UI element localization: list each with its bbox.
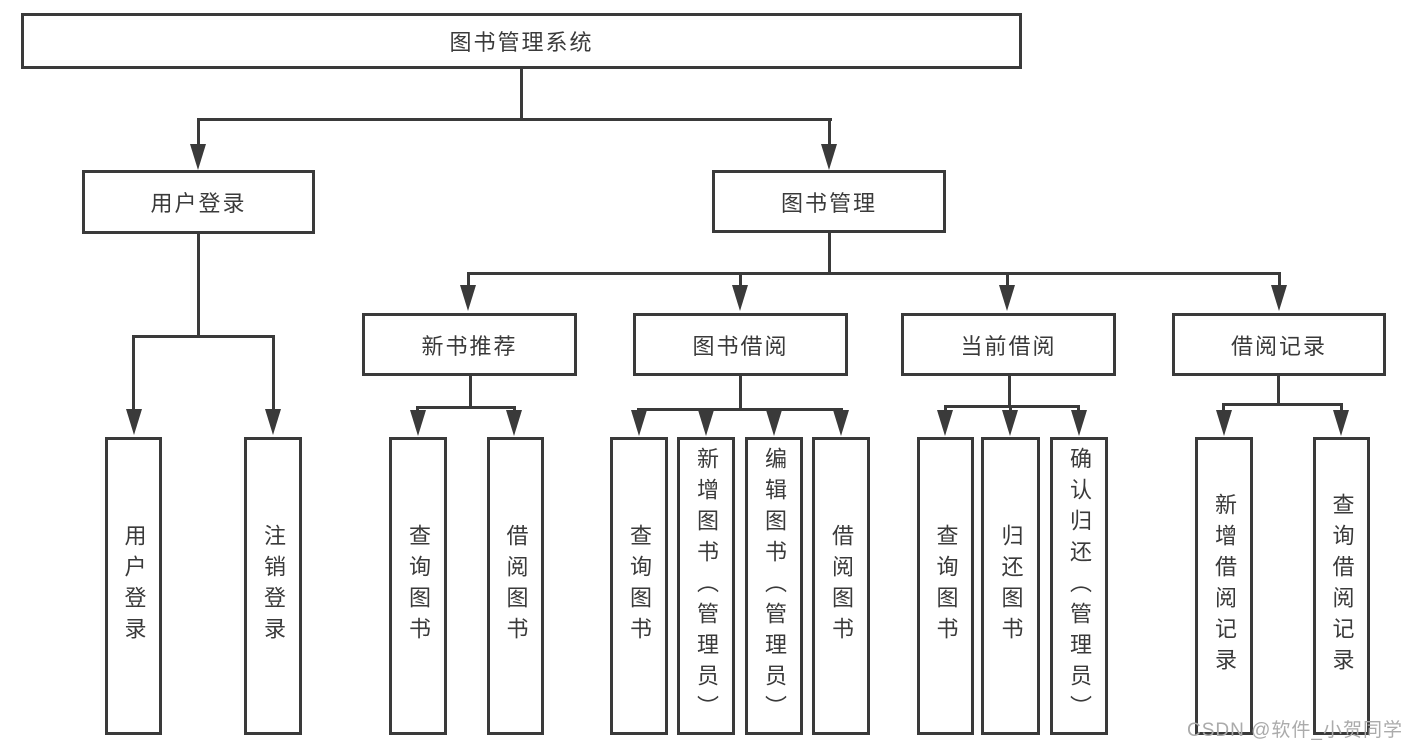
leaf-logout-label: 注销登录 bbox=[261, 524, 286, 648]
connector-line bbox=[197, 234, 200, 338]
connector-line bbox=[739, 272, 742, 288]
leaf-query-books-3: 查询图书 bbox=[917, 437, 974, 735]
arrow-down-icon bbox=[265, 409, 281, 435]
node-current-borrow-label: 当前借阅 bbox=[960, 333, 1057, 359]
connector-line bbox=[828, 233, 831, 275]
leaf-borrow-books-2: 借阅图书 bbox=[812, 437, 870, 735]
arrow-down-icon bbox=[1071, 410, 1087, 436]
arrow-down-icon bbox=[1002, 410, 1018, 436]
connector-line bbox=[1008, 376, 1011, 408]
connector-line bbox=[467, 272, 470, 288]
arrow-down-icon bbox=[766, 410, 782, 436]
leaf-query-books-2: 查询图书 bbox=[610, 437, 668, 735]
leaf-add-books-admin: 新增图书（管理员） bbox=[677, 437, 735, 735]
node-new-book-recommend: 新书推荐 bbox=[362, 313, 577, 376]
connector-line bbox=[416, 406, 419, 413]
connector-line bbox=[638, 408, 843, 411]
connector-line bbox=[944, 405, 1080, 408]
arrow-down-icon bbox=[821, 144, 837, 170]
arrow-down-icon bbox=[410, 410, 426, 436]
leaf-query-books-3-label: 查询图书 bbox=[933, 524, 959, 648]
arrow-down-icon bbox=[833, 410, 849, 436]
connector-line bbox=[467, 272, 1281, 275]
leaf-borrow-books-1-label: 借阅图书 bbox=[503, 524, 529, 648]
connector-line bbox=[1006, 272, 1009, 288]
connector-line bbox=[469, 376, 472, 409]
node-borrow-records-label: 借阅记录 bbox=[1230, 333, 1327, 359]
node-book-management-label: 图书管理 bbox=[780, 190, 877, 216]
leaf-query-books-1: 查询图书 bbox=[389, 437, 447, 735]
connector-line bbox=[1009, 405, 1012, 413]
node-user-login-label: 用户登录 bbox=[150, 191, 247, 216]
connector-line bbox=[197, 118, 832, 121]
node-new-book-recommend-label: 新书推荐 bbox=[421, 333, 518, 359]
connector-line bbox=[1278, 272, 1281, 288]
leaf-query-borrow-record-label: 查询借阅记录 bbox=[1329, 493, 1355, 679]
connector-line bbox=[739, 376, 742, 411]
connector-line bbox=[828, 118, 831, 146]
arrow-down-icon bbox=[698, 410, 714, 436]
arrow-down-icon bbox=[1216, 410, 1232, 436]
leaf-user-login: 用户登录 bbox=[105, 437, 162, 735]
leaf-borrow-books-1: 借阅图书 bbox=[487, 437, 544, 735]
arrow-down-icon bbox=[460, 285, 476, 311]
node-root: 图书管理系统 bbox=[21, 13, 1022, 69]
leaf-query-books-2-label: 查询图书 bbox=[627, 524, 652, 648]
connector-line bbox=[1222, 403, 1343, 406]
arrow-down-icon bbox=[999, 285, 1015, 311]
connector-line bbox=[944, 405, 947, 413]
connector-line bbox=[416, 406, 516, 409]
arrow-down-icon bbox=[1333, 410, 1349, 436]
leaf-add-books-admin-label: 新增图书（管理员） bbox=[694, 446, 719, 726]
connector-line bbox=[1340, 403, 1343, 413]
node-root-label: 图书管理系统 bbox=[449, 30, 594, 55]
arrow-down-icon bbox=[190, 144, 206, 170]
arrow-down-icon bbox=[937, 410, 953, 436]
arrow-down-icon bbox=[631, 410, 647, 436]
leaf-query-borrow-record: 查询借阅记录 bbox=[1313, 437, 1370, 735]
connector-line bbox=[1222, 403, 1225, 413]
node-book-management: 图书管理 bbox=[712, 170, 946, 233]
node-user-login: 用户登录 bbox=[82, 170, 315, 234]
connector-line bbox=[1077, 405, 1080, 413]
leaf-edit-books-admin: 编辑图书（管理员） bbox=[745, 437, 803, 735]
node-borrow-records: 借阅记录 bbox=[1172, 313, 1386, 376]
leaf-add-borrow-record: 新增借阅记录 bbox=[1195, 437, 1253, 735]
leaf-confirm-return-admin: 确认归还（管理员） bbox=[1050, 437, 1108, 735]
csdn-watermark: CSDN @软件_小贺同学 bbox=[1187, 720, 1403, 741]
connector-line bbox=[272, 335, 275, 411]
leaf-confirm-return-admin-label: 确认归还（管理员） bbox=[1067, 446, 1092, 726]
node-book-borrow: 图书借阅 bbox=[633, 313, 848, 376]
connector-line bbox=[1277, 376, 1280, 406]
connector-line bbox=[197, 118, 200, 146]
connector-line bbox=[132, 335, 275, 338]
leaf-user-login-label: 用户登录 bbox=[121, 524, 147, 648]
arrow-down-icon bbox=[126, 409, 142, 435]
leaf-borrow-books-2-label: 借阅图书 bbox=[829, 524, 854, 648]
leaf-query-books-1-label: 查询图书 bbox=[406, 524, 431, 648]
node-current-borrow: 当前借阅 bbox=[901, 313, 1116, 376]
leaf-return-books: 归还图书 bbox=[981, 437, 1040, 735]
arrow-down-icon bbox=[1271, 285, 1287, 311]
arrow-down-icon bbox=[506, 410, 522, 436]
node-book-borrow-label: 图书借阅 bbox=[692, 333, 789, 359]
leaf-add-borrow-record-label: 新增借阅记录 bbox=[1212, 493, 1237, 679]
connector-line bbox=[513, 406, 516, 413]
arrow-down-icon bbox=[732, 285, 748, 311]
leaf-return-books-label: 归还图书 bbox=[998, 524, 1024, 648]
leaf-logout: 注销登录 bbox=[244, 437, 302, 735]
leaf-edit-books-admin-label: 编辑图书（管理员） bbox=[762, 446, 787, 726]
connector-line bbox=[520, 69, 523, 118]
connector-line bbox=[132, 335, 135, 411]
